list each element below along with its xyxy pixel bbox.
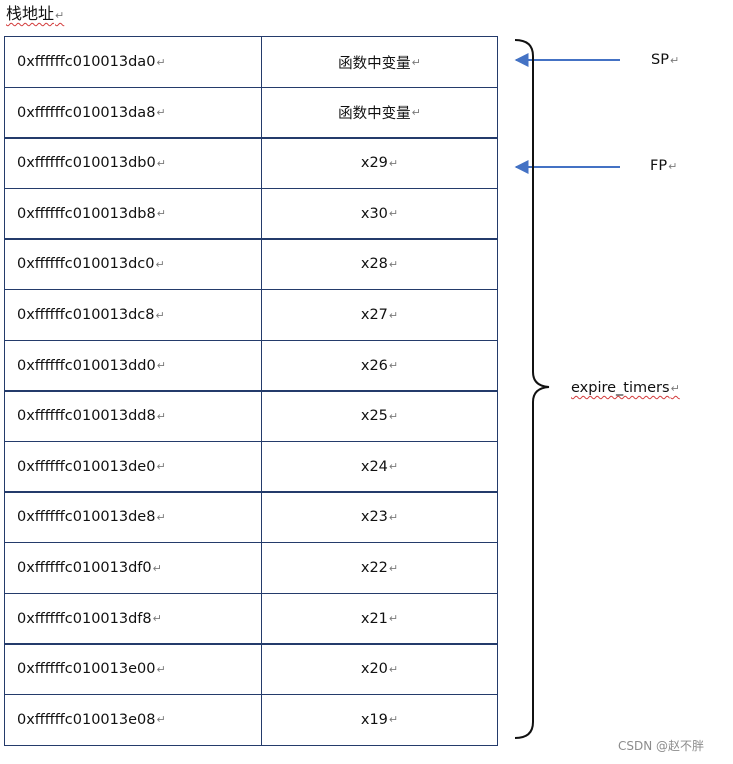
paragraph-mark: ↵ [156,662,166,676]
value-text: x28 [360,256,388,273]
paragraph-mark: ↵ [388,156,399,170]
function-name-text: expire_timers [571,380,670,396]
paragraph-mark: ↵ [155,257,165,271]
value-text: x29 [360,155,388,172]
paragraph-mark: ↵ [156,207,166,221]
address-text: 0xffffffc010013df8 [17,610,152,627]
page-title-text: 栈地址 [6,4,55,23]
value-text: x21 [360,610,388,627]
address-text: 0xffffffc010013e08 [17,711,156,728]
sp-label: SP↵ [651,50,679,71]
paragraph-mark: ↵ [156,409,166,423]
value-text: x22 [360,560,388,577]
function-name-label: expire_timers↵ [571,378,680,399]
value-text: x19 [360,711,388,728]
value-text: 函数中变量 [338,106,411,123]
paragraph-mark: ↵ [156,713,166,727]
fp-label-text: FP [650,158,668,174]
address-text: 0xffffffc010013db8 [17,205,156,222]
address-text: 0xffffffc010013de8 [17,509,156,526]
paragraph-mark: ↵ [388,713,399,727]
paragraph-mark: ↵ [388,257,399,271]
paragraph-mark: ↵ [156,460,166,474]
address-text: 0xffffffc010013df0 [17,560,152,577]
paragraph-mark: ↵ [156,359,166,373]
paragraph-mark: ↵ [388,561,399,575]
paragraph-mark: ↵ [388,308,399,322]
address-text: 0xffffffc010013dd8 [17,408,156,425]
paragraph-mark: ↵ [670,382,680,395]
paragraph-mark: ↵ [388,409,399,423]
address-text: 0xffffffc010013e00 [17,661,156,678]
paragraph-mark: ↵ [156,55,166,69]
address-text: 0xffffffc010013dd0 [17,357,156,374]
value-text: x25 [360,408,388,425]
paragraph-mark: ↵ [668,160,678,173]
paragraph-mark: ↵ [156,156,166,170]
address-text: 0xffffffc010013dc0 [17,256,155,273]
address-text: 0xffffffc010013da0 [17,54,156,71]
paragraph-mark: ↵ [152,612,162,626]
paragraph-mark: ↵ [388,662,399,676]
csdn-watermark: CSDN @赵不胖 [618,739,705,753]
paragraph-mark: ↵ [156,510,166,524]
paragraph-mark: ↵ [411,55,421,69]
paragraph-mark: ↵ [388,612,399,626]
paragraph-mark: ↵ [155,308,165,322]
address-text: 0xffffffc010013dc8 [17,307,155,324]
value-text: x24 [360,458,388,475]
paragraph-mark: ↵ [388,207,399,221]
paragraph-mark: ↵ [152,561,162,575]
paragraph-mark: ↵ [156,106,166,120]
address-text: 0xffffffc010013da8 [17,104,156,121]
address-text: 0xffffffc010013db0 [17,155,156,172]
value-text: x26 [360,357,388,374]
sp-label-text: SP [651,52,669,68]
value-cell: x19↵ [261,693,498,746]
paragraph-mark: ↵ [388,460,399,474]
paragraph-mark: ↵ [55,9,65,22]
right-brace-icon [514,39,550,739]
value-text: 函数中变量 [338,55,411,72]
paragraph-mark: ↵ [388,359,399,373]
value-text: x20 [360,661,388,678]
value-text: x27 [360,307,388,324]
paragraph-mark: ↵ [669,54,680,67]
value-text: x23 [360,509,388,526]
address-text: 0xffffffc010013de0 [17,458,156,475]
fp-label: FP↵ [650,156,677,177]
page-title: 栈地址↵ [6,2,64,28]
address-cell: 0xffffffc010013e08↵ [4,693,262,746]
value-text: x30 [360,205,388,222]
paragraph-mark: ↵ [388,510,399,524]
paragraph-mark: ↵ [411,106,421,120]
